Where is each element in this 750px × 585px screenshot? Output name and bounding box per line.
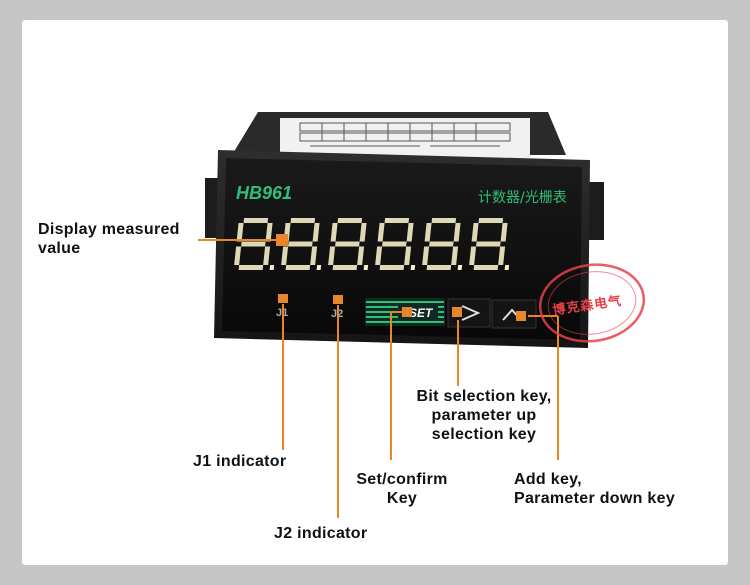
display-annotation-line2: value [38, 240, 81, 257]
j2-annotation: J2 indicator [274, 525, 368, 542]
led-digit [281, 218, 322, 270]
led-decimal-point [363, 265, 369, 270]
set-annotation-line1: Set/confirm [356, 471, 448, 488]
led-segment [404, 246, 412, 265]
led-segment [290, 218, 316, 223]
led-segment [469, 246, 477, 265]
wiring-label [280, 118, 530, 158]
led-digit [469, 218, 510, 270]
led-segment [359, 223, 367, 242]
led-segment [422, 246, 430, 265]
led-segment [377, 223, 385, 242]
led-segment [406, 223, 414, 242]
led-decimal-point [410, 265, 416, 270]
led-segment [498, 246, 506, 265]
led-segment [429, 241, 454, 247]
right-arrow-icon [461, 305, 481, 321]
led-segment [288, 241, 313, 247]
led-segment [236, 223, 244, 242]
j2-led [333, 295, 343, 304]
led-display [234, 218, 510, 270]
bit-annotation-line3: selection key [431, 426, 537, 443]
led-decimal-point [504, 265, 510, 270]
led-segment [478, 218, 504, 223]
led-segment [243, 218, 269, 223]
led-digit [422, 218, 463, 270]
led-segment [384, 218, 410, 223]
model-name: HB961 [236, 183, 292, 203]
led-segment [473, 265, 499, 270]
led-segment [241, 241, 266, 247]
led-digit [375, 218, 416, 270]
led-segment [263, 246, 271, 265]
led-decimal-point [269, 265, 275, 270]
led-segment [500, 223, 508, 242]
j1-led [278, 294, 288, 303]
led-segment [312, 223, 320, 242]
display-annotation: Display measured value [38, 220, 180, 258]
bit-annotation-line2: parameter up [431, 407, 537, 424]
up-key[interactable] [491, 299, 537, 329]
led-segment [476, 241, 501, 247]
led-segment [281, 246, 289, 265]
set-annotation: Set/confirm Key [342, 470, 462, 508]
led-segment [426, 265, 452, 270]
led-segment [451, 246, 459, 265]
callout-markers [276, 234, 526, 321]
led-digit [328, 218, 369, 270]
led-segment [453, 223, 461, 242]
bit-annotation-line1: Bit selection key, [416, 388, 552, 405]
led-segment [234, 246, 242, 265]
add-annotation-line2: Parameter down key [514, 490, 676, 507]
front-window [222, 158, 582, 340]
led-segment [330, 223, 338, 242]
led-segment [335, 241, 360, 247]
j1-annotation: J1 indicator [193, 453, 287, 470]
add-annotation: Add key, Parameter down key [514, 470, 675, 508]
led-segment [471, 223, 479, 242]
led-decimal-point [316, 265, 322, 270]
led-segment [337, 218, 363, 223]
led-segment [285, 265, 311, 270]
led-segment [310, 246, 318, 265]
display-annotation-line1: Display measured [38, 221, 180, 238]
led-segment [328, 246, 336, 265]
led-segment [379, 265, 405, 270]
device-subtitle: 计数器/光栅表 [478, 190, 567, 206]
callout-lines [198, 239, 559, 518]
add-annotation-line1: Add key, [514, 471, 582, 488]
led-segment [431, 218, 457, 223]
right-clip [588, 182, 604, 240]
led-decimal-point [457, 265, 463, 270]
led-digit [234, 218, 275, 270]
led-segment [332, 265, 358, 270]
bit-annotation: Bit selection key, parameter up selectio… [404, 387, 564, 444]
led-segment [265, 223, 273, 242]
set-key-label: SET [409, 306, 434, 320]
set-annotation-line2: Key [386, 490, 418, 507]
led-segment [357, 246, 365, 265]
led-segment [382, 241, 407, 247]
led-segment [238, 265, 264, 270]
led-segment [424, 223, 432, 242]
company-stamp: 博克森电气 [529, 252, 656, 353]
led-segment [375, 246, 383, 265]
